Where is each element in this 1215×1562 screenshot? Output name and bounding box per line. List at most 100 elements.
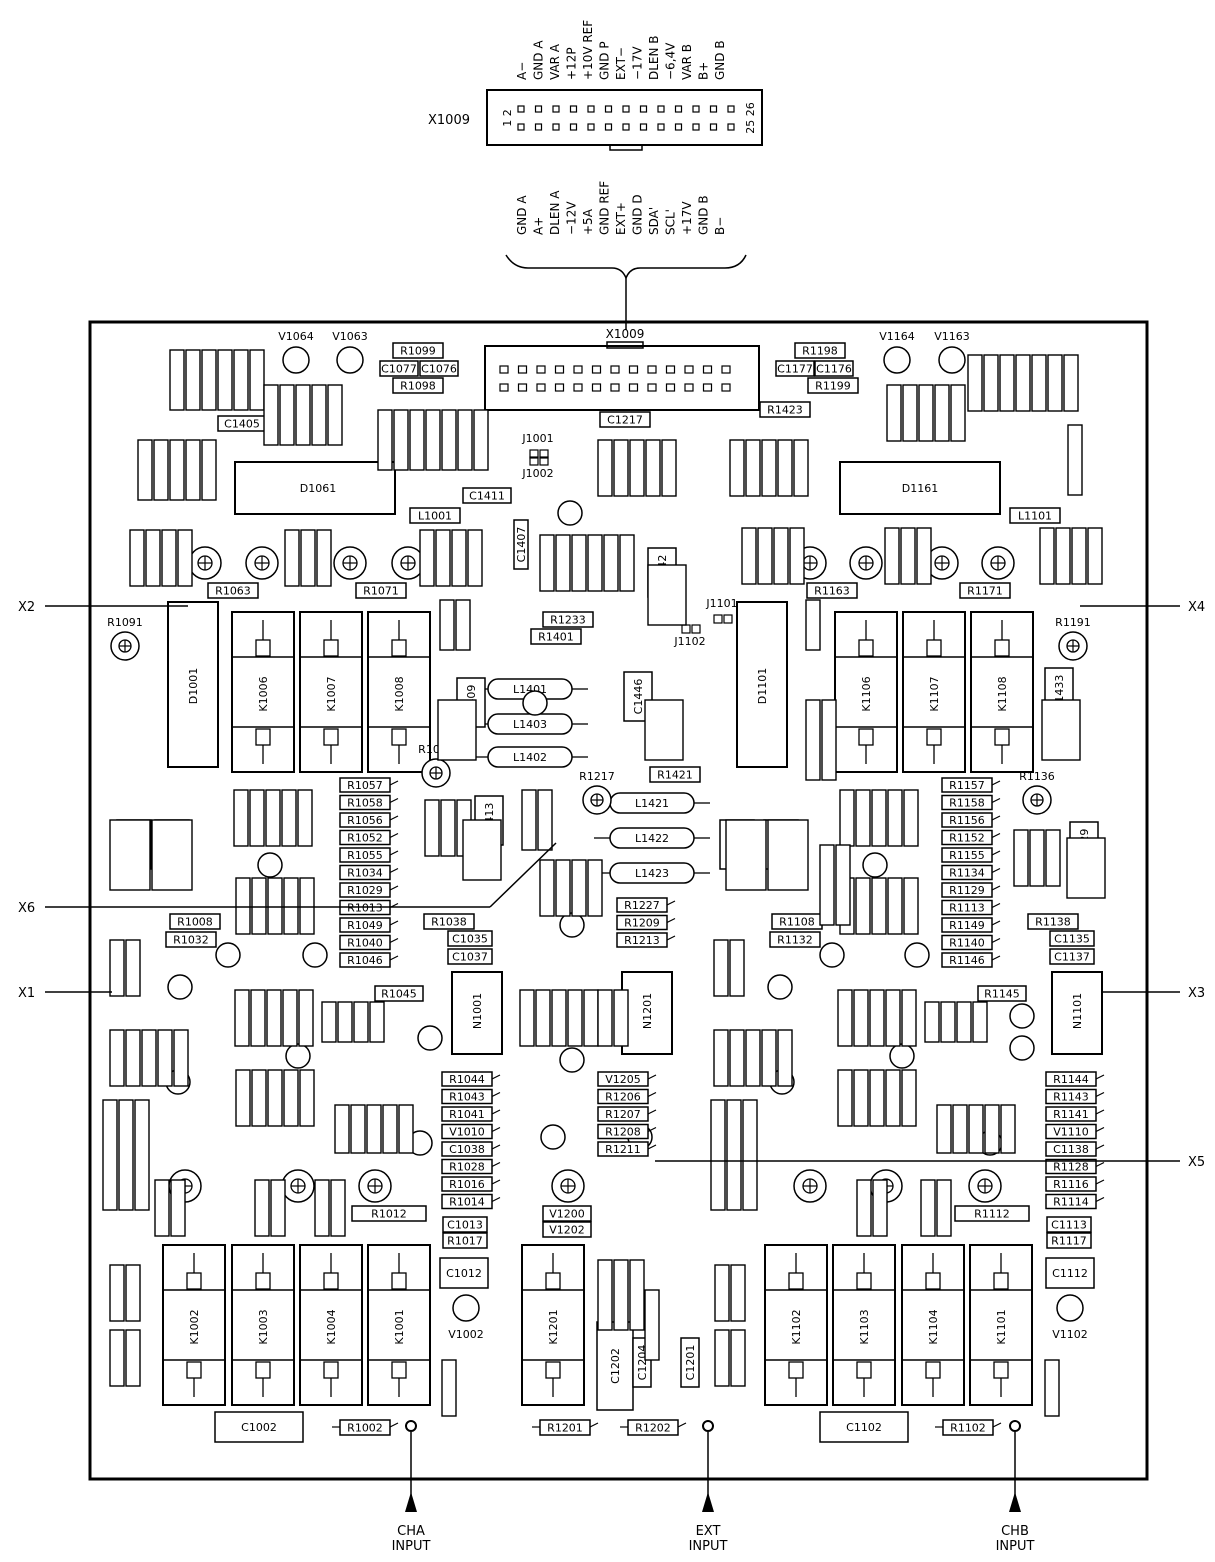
resistor [270,1179,286,1237]
resistor [742,1099,758,1211]
resistor [201,349,217,411]
part-r1041: R1041 [441,1106,493,1122]
component-label: R1071 [363,585,399,598]
transistor [167,974,193,1000]
resistor [714,1264,730,1322]
connector-pin [692,123,700,131]
resistor [235,877,251,935]
component-label: R1052 [347,832,383,845]
resistor [425,409,441,471]
label-x6: X6 [18,901,35,916]
bottom-pin-label: +17V [680,201,694,235]
trimmer [793,1169,827,1203]
resistor [266,989,282,1047]
resistor-arrays: R1057R1058R1056R1052R1055R1034R1029R1013… [339,777,1105,1210]
cha-input-line1: CHA [397,1524,425,1539]
connector-pin [587,123,595,131]
part-r1040: R1040 [339,934,391,951]
trimmer [188,546,222,580]
resistor [467,529,483,587]
part-c1002: C1002 [214,1411,304,1443]
part-r1016: R1016 [441,1176,493,1192]
component-label: J1102 [673,635,705,648]
part-r1233: R1233 [542,611,594,628]
part-r1017: R1017 [442,1232,488,1249]
part-c1038: C1038 [441,1141,493,1157]
component-label: R1113 [949,902,985,915]
resistor [983,354,999,412]
trimmer [551,1169,585,1203]
resistor [555,859,571,917]
part-r1099: R1099 [392,342,444,359]
part-r1058: R1058 [339,794,391,811]
board-connector-label: X1009 [606,327,645,341]
part-r1043: R1043 [441,1088,493,1105]
component-label: C1012 [446,1267,482,1280]
part-r1213: R1213 [616,932,668,948]
component-label: R1201 [547,1422,583,1435]
ic-n1101: N1101 [1051,971,1103,1055]
component-label: C1037 [452,951,488,964]
resistor [535,989,551,1047]
svg-text:N1001: N1001 [471,993,484,1029]
top-pin-label: VAR B [680,44,694,80]
board-connector-pin [647,365,657,374]
resistor [539,859,555,917]
resistor [151,819,193,891]
board-connector-pin [517,383,528,392]
resistor [249,789,265,847]
board-connector-pin [628,383,639,392]
component-label: R1057 [347,779,383,792]
resistor [647,564,687,626]
component-label: L1421 [635,797,669,810]
resistor [855,789,871,847]
connector-pin [622,123,630,131]
board-connector-pin [554,383,565,392]
transistor [1009,1003,1035,1029]
connector-pin [517,105,525,113]
top-pin-label: +10V REF [581,20,595,80]
resistor [169,349,185,411]
ic-d1101: D1101 [736,601,788,768]
trimmer [281,1169,315,1203]
resistor [398,1104,414,1154]
resistor [283,877,299,935]
trimmer [391,546,425,580]
component-label: C1112 [1052,1267,1088,1280]
relay-k1104: K1104 [901,1244,965,1406]
transistor [1009,1035,1035,1061]
svg-text:N1201: N1201 [641,993,654,1029]
component-label: C1177 [777,363,813,376]
component-label: R1032 [173,934,209,947]
resistor [952,1104,968,1154]
transistor [285,1043,311,1069]
resistor [745,439,761,497]
resistor [233,349,249,411]
resistor [283,1069,299,1127]
resistor [109,819,151,891]
resistor [901,989,917,1047]
top-pin-label: −6,4V [664,42,678,80]
pot-r1191: R1191 [1055,616,1091,661]
transistor [889,1043,915,1069]
part-r1209: R1209 [616,914,668,931]
resistor [462,819,502,881]
resistor [936,1179,952,1237]
ic-d1001: D1001 [167,601,219,768]
board-connector-pin [702,365,713,374]
part-r1140: R1140 [941,934,993,951]
part-r1113: R1113 [941,899,993,916]
resistor [267,1069,283,1127]
component-label: J1101 [705,597,737,610]
resistor [901,1069,917,1127]
board-connector-pin [702,383,713,392]
component-label: R1041 [449,1108,485,1121]
chb-input-line2: INPUT [996,1539,1035,1554]
resistor [950,384,966,442]
resistor [1029,829,1045,887]
resistor [1031,354,1047,412]
component-label: R1423 [767,404,803,417]
resistor [109,1264,125,1322]
resistor [265,789,281,847]
part-r1028: R1028 [441,1158,493,1175]
